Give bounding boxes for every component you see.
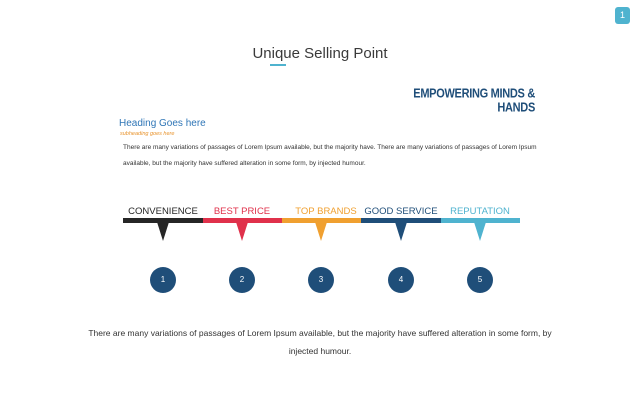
slide-title: Unique Selling Point — [252, 45, 388, 62]
body-paragraph: There are many variations of passages of… — [123, 144, 537, 167]
page-number-badge: 1 — [615, 7, 630, 24]
pointer-marker-2 — [236, 222, 248, 241]
step-number-circle-1: 1 — [150, 267, 176, 293]
timeline-segment-1 — [123, 218, 203, 223]
step-number-circle-5: 5 — [467, 267, 493, 293]
timeline-segment-5 — [441, 218, 520, 223]
section-subheading: subheading goes here — [120, 131, 175, 137]
step-label-reputation: REPUTATION — [450, 206, 510, 217]
step-number-circle-4: 4 — [388, 267, 414, 293]
timeline-segment-2 — [203, 218, 282, 223]
section-heading: Heading Goes here — [119, 118, 206, 129]
pointer-marker-5 — [474, 222, 486, 241]
pointer-marker-3 — [315, 222, 327, 241]
timeline-segment-4 — [361, 218, 441, 223]
pointer-marker-1 — [157, 222, 169, 241]
step-number-circle-3: 3 — [308, 267, 334, 293]
timeline-segment-3 — [282, 218, 361, 223]
pointer-marker-4 — [395, 222, 407, 241]
step-label-best-price: BEST PRICE — [213, 206, 271, 217]
title-underline — [270, 64, 286, 66]
footer-paragraph: There are many variations of passages of… — [88, 328, 552, 356]
step-label-convenience: CONVENIENCE — [128, 206, 198, 217]
step-number-circle-2: 2 — [229, 267, 255, 293]
step-label-good-service: GOOD SERVICE — [364, 206, 438, 217]
tagline: EMPOWERING MINDS & HANDS — [413, 87, 535, 115]
step-label-top-brands: TOP BRANDS — [295, 206, 357, 217]
